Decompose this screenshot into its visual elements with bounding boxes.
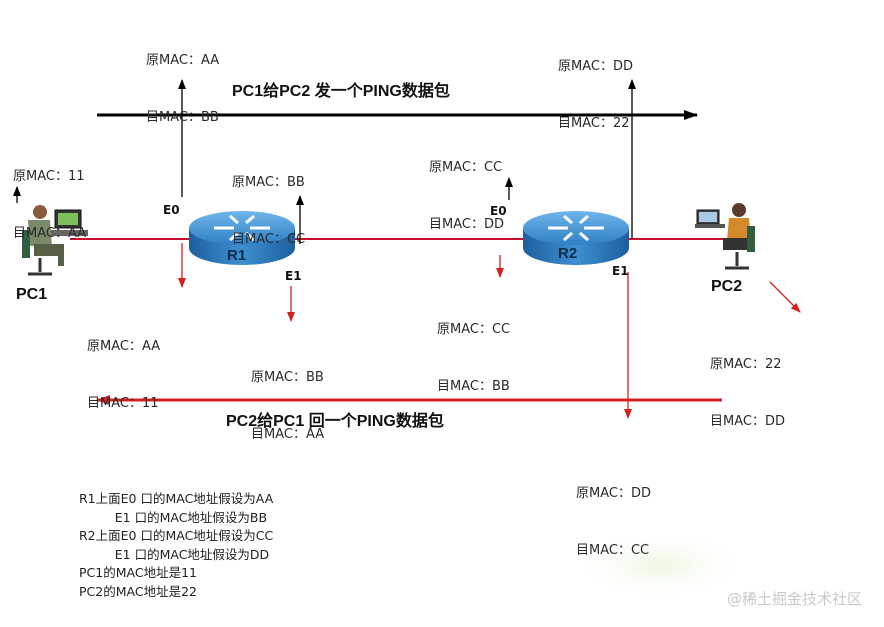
forward-title: PC1给PC2 发一个PING数据包 (232, 83, 450, 100)
dst-mac: 目MAC：BB (437, 379, 510, 394)
src-mac: 原MAC：AA (146, 53, 220, 68)
user-at-computer-icon (22, 205, 88, 276)
background-glow (570, 530, 750, 600)
dst-mac: 目MAC：BB (146, 110, 219, 125)
r1-e1-port-label: E1 (285, 269, 302, 283)
src-mac: 原MAC：11 (13, 169, 85, 184)
pc1-label: PC1 (16, 286, 48, 303)
dst-mac: 目MAC：22 (558, 116, 630, 131)
mac-label-r1-e1-in: 原MAC：BB 目MAC：AA (251, 330, 324, 463)
mac-label-pc1-out: 原MAC：11 目MAC：AA (13, 129, 86, 262)
user-at-computer-icon (695, 203, 755, 270)
assumption-notes: R1上面E0 口的MAC地址假设为AA E1 口的MAC地址假设为BB R2上面… (79, 490, 273, 601)
pc2-label: PC2 (711, 278, 743, 295)
src-mac: 原MAC：BB (251, 370, 324, 385)
note-line: PC1的MAC地址是11 (79, 565, 197, 580)
mac-label-r2-e1-in: 原MAC：DD 目MAC：CC (576, 446, 651, 579)
mac-label-r1-e0-out: 原MAC：AA 目MAC：11 (87, 299, 160, 432)
note-line: PC2的MAC地址是22 (79, 583, 197, 599)
src-mac: 原MAC：AA (87, 339, 161, 354)
mac-label-r1-e1-out: 原MAC：BB 目MAC：CC (232, 135, 305, 268)
reply-title: PC2给PC1 回一个PING数据包 (226, 413, 444, 430)
r2-label: R2 (558, 245, 577, 262)
mac-label-r2-e1-out: 原MAC：DD 目MAC：22 (558, 19, 633, 152)
dst-mac: 目MAC：AA (13, 226, 87, 241)
src-mac: 原MAC：DD (558, 59, 633, 74)
src-mac: 原MAC：DD (576, 486, 651, 501)
src-mac: 原MAC：CC (437, 322, 511, 337)
dst-mac: 目MAC：CC (576, 543, 650, 558)
src-mac: 原MAC：CC (429, 160, 503, 175)
pc2-diag-arrow (769, 281, 801, 313)
src-mac: 原MAC：22 (710, 357, 782, 372)
dst-mac: 目MAC：DD (710, 414, 785, 429)
router-icon: R1 (189, 211, 295, 265)
dst-mac: 目MAC：AA (251, 427, 325, 442)
r1-e0-port-label: E0 (163, 203, 180, 217)
note-line: E1 口的MAC地址假设为DD (79, 546, 270, 562)
mac-label-pc2-out: 原MAC：22 目MAC：DD (710, 317, 785, 450)
r2-e0-port-label: E0 (490, 204, 507, 218)
note-line: E1 口的MAC地址假设为BB (79, 509, 268, 525)
note-line: R1上面E0 口的MAC地址假设为AA (79, 491, 274, 506)
note-line: R2上面E0 口的MAC地址假设为CC (79, 528, 274, 543)
router-icon: R2 (523, 211, 629, 265)
dst-mac: 目MAC：CC (232, 232, 306, 247)
r1-label: R1 (227, 247, 246, 264)
mac-label-r1-e0-in: 原MAC：AA 目MAC：BB (146, 13, 219, 146)
r2-e1-port-label: E1 (612, 264, 629, 278)
mac-label-r2-e0-out: 原MAC：CC 目MAC：BB (437, 282, 510, 415)
mac-label-r2-e0-in: 原MAC：CC 目MAC：DD (429, 120, 504, 253)
dst-mac: 目MAC：11 (87, 396, 159, 411)
src-mac: 原MAC：BB (232, 175, 305, 190)
dst-mac: 目MAC：DD (429, 217, 504, 232)
watermark: @稀土掘金技术社区 (726, 590, 862, 608)
